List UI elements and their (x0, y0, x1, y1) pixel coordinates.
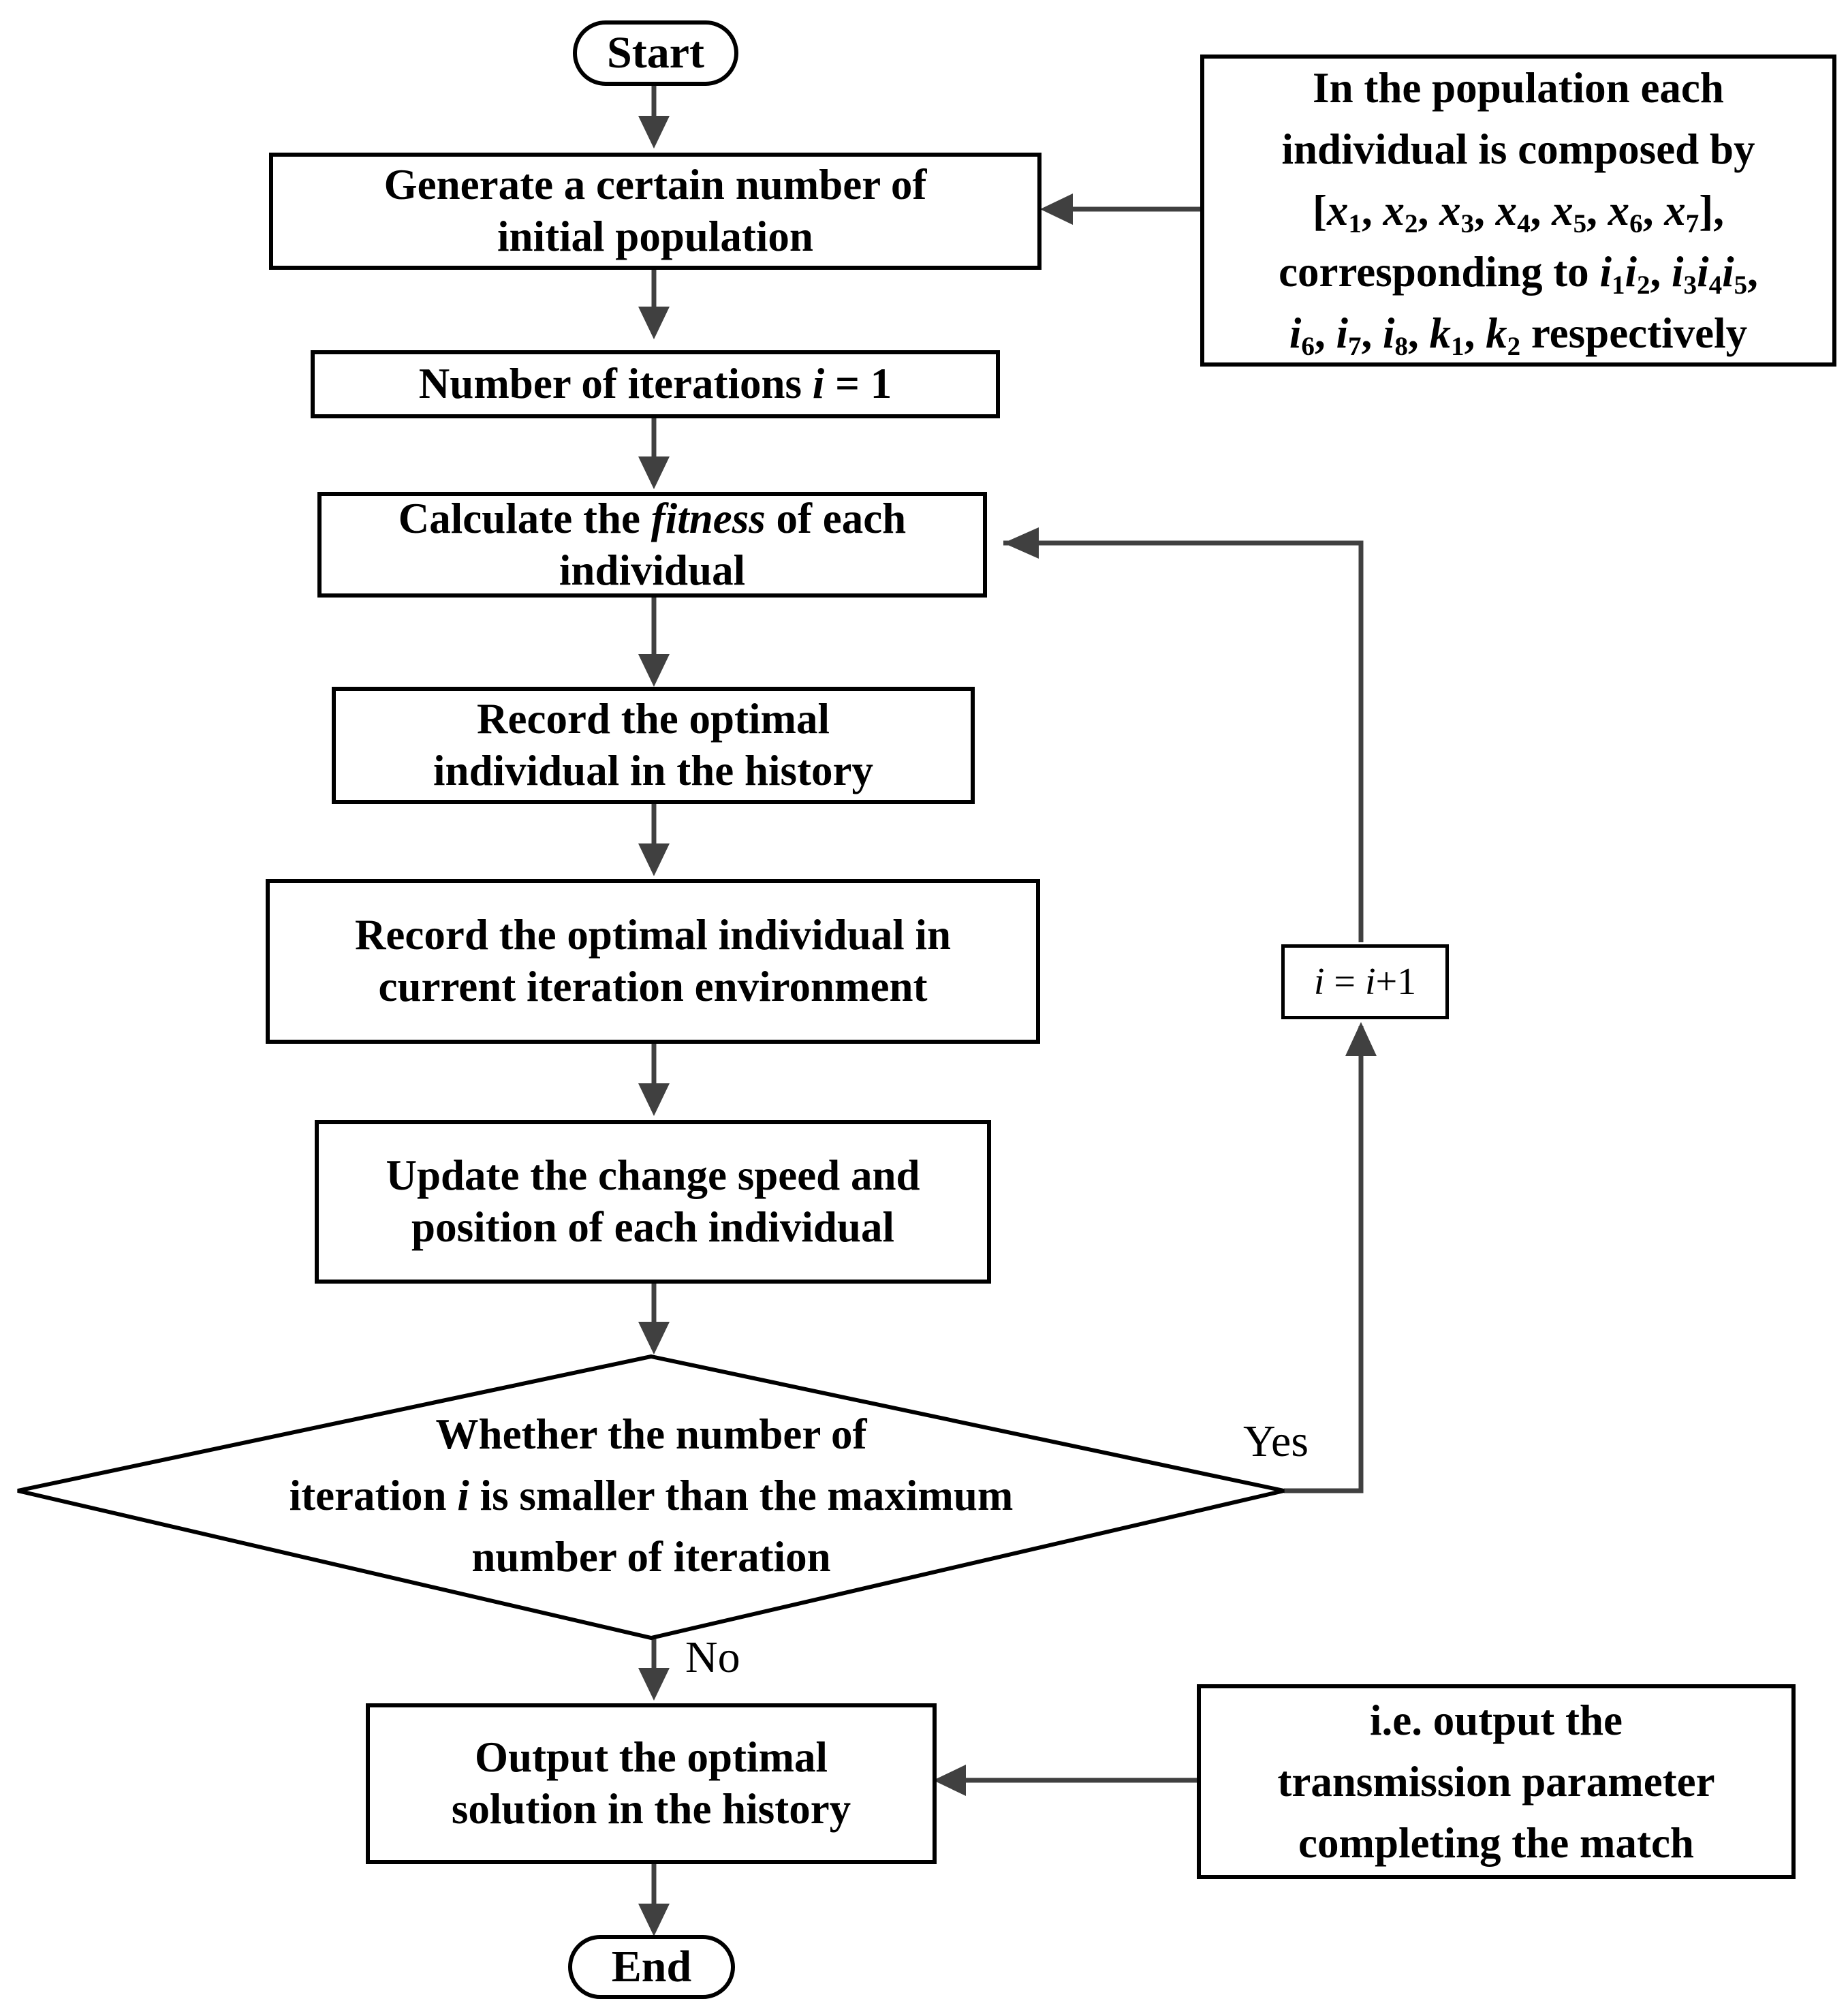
population-note-line-5: i6, i7, i8, k1, k2 respectively (1289, 309, 1748, 362)
output-note-box: i.e. output the transmission parameter c… (1197, 1684, 1796, 1879)
decision-line-3: number of iteration (471, 1533, 831, 1581)
output-note-line-2: transmission parameter (1277, 1757, 1715, 1806)
end-label: End (611, 1942, 692, 1992)
output-box: Output the optimal solution in the histo… (366, 1703, 937, 1864)
decision-line-2: iteration i is smaller than the maximum (289, 1471, 1014, 1519)
record-history-line-2: individual in the history (433, 747, 873, 794)
fitness-box: Calculate the fitness of each individual (317, 492, 987, 598)
population-note-line-3: [x1, x2, x3, x4, x5, x6, x7], (1313, 186, 1724, 238)
iteration-init-box: Number of iterations i = 1 (311, 350, 1000, 418)
record-history-line-1: Record the optimal (477, 695, 830, 743)
start-terminal: Start (573, 20, 738, 86)
output-note-line-1: i.e. output the (1369, 1696, 1623, 1744)
population-note-box: In the population each individual is com… (1200, 55, 1836, 367)
generate-line-2: initial population (497, 213, 813, 260)
increment-text: i = i+1 (1313, 961, 1417, 1003)
end-terminal: End (568, 1935, 735, 1999)
no-label: No (685, 1632, 740, 1682)
record-current-line-2: current iteration environment (378, 963, 928, 1010)
update-box: Update the change speed and position of … (315, 1120, 991, 1284)
population-note-line-2: individual is composed by (1281, 125, 1755, 173)
line-yes-to-increment (1284, 1026, 1364, 1493)
population-note-line-1: In the population each (1313, 63, 1724, 112)
decision-diamond (17, 1354, 1285, 1641)
population-note-line-4: corresponding to i1i2, i3i4i5, (1279, 248, 1758, 300)
yes-label: Yes (1243, 1416, 1309, 1466)
arrow-increment-to-fitness (1003, 540, 1364, 942)
record-history-box: Record the optimal individual in the his… (332, 687, 975, 804)
update-line-1: Update the change speed and (386, 1151, 920, 1200)
record-current-box: Record the optimal individual in current… (266, 879, 1040, 1044)
output-line-1: Output the optimal (474, 1733, 828, 1782)
fitness-line-2: individual (559, 546, 746, 594)
record-current-line-1: Record the optimal individual in (354, 911, 952, 959)
iteration-init-text: Number of iterations i = 1 (418, 360, 892, 408)
update-line-2: position of each individual (411, 1203, 894, 1251)
generate-line-1: Generate a certain number of (383, 161, 927, 209)
start-label: Start (607, 28, 704, 78)
increment-box: i = i+1 (1281, 944, 1449, 1019)
generate-population-box: Generate a certain number of initial pop… (269, 153, 1042, 270)
decision-text: Whether the number of iteration i is sma… (204, 1404, 1098, 1587)
decision-line-1: Whether the number of (435, 1410, 867, 1458)
output-note-line-3: completing the match (1298, 1819, 1694, 1868)
fitness-line-1: Calculate the fitness of each (398, 494, 907, 542)
output-line-2: solution in the history (451, 1785, 851, 1833)
